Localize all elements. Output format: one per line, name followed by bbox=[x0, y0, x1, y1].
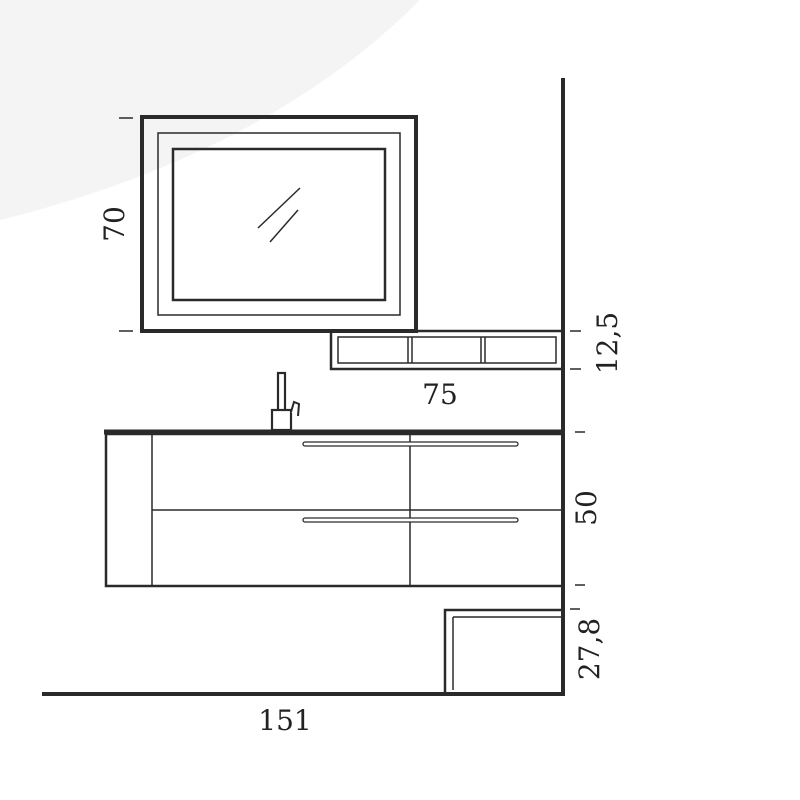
background-glare bbox=[0, 0, 420, 220]
drawer-unit-body bbox=[443, 608, 565, 696]
mirror-glass bbox=[171, 147, 387, 302]
wall-shelf bbox=[329, 329, 563, 371]
mirror-reflection-line bbox=[257, 187, 301, 229]
mirror bbox=[140, 115, 418, 333]
dimension-ticks bbox=[119, 117, 585, 610]
faucet-body bbox=[276, 371, 287, 415]
mirror-inner-frame bbox=[157, 132, 401, 316]
shelf-height-label: 12,5 bbox=[591, 312, 624, 374]
floor-drawer-unit bbox=[443, 608, 565, 696]
shelf-compartments bbox=[337, 336, 557, 364]
faucet-lever bbox=[290, 400, 301, 417]
mirror-reflection-line bbox=[269, 209, 299, 243]
faucet bbox=[270, 371, 301, 432]
shelf-outline bbox=[329, 331, 563, 371]
total-width-label: 151 bbox=[258, 704, 311, 737]
mirror-height-label: 70 bbox=[98, 206, 131, 242]
drawer-unit-height-label: 27,8 bbox=[573, 618, 606, 680]
drawer-handle bbox=[302, 441, 519, 447]
drawer-handle bbox=[302, 517, 519, 523]
faucet-base bbox=[270, 408, 293, 432]
shelf-width-label: 75 bbox=[422, 378, 458, 411]
mirror-outer-frame bbox=[140, 115, 418, 333]
vanity-cabinet bbox=[104, 429, 565, 588]
cabinet-height-label: 50 bbox=[570, 490, 603, 526]
